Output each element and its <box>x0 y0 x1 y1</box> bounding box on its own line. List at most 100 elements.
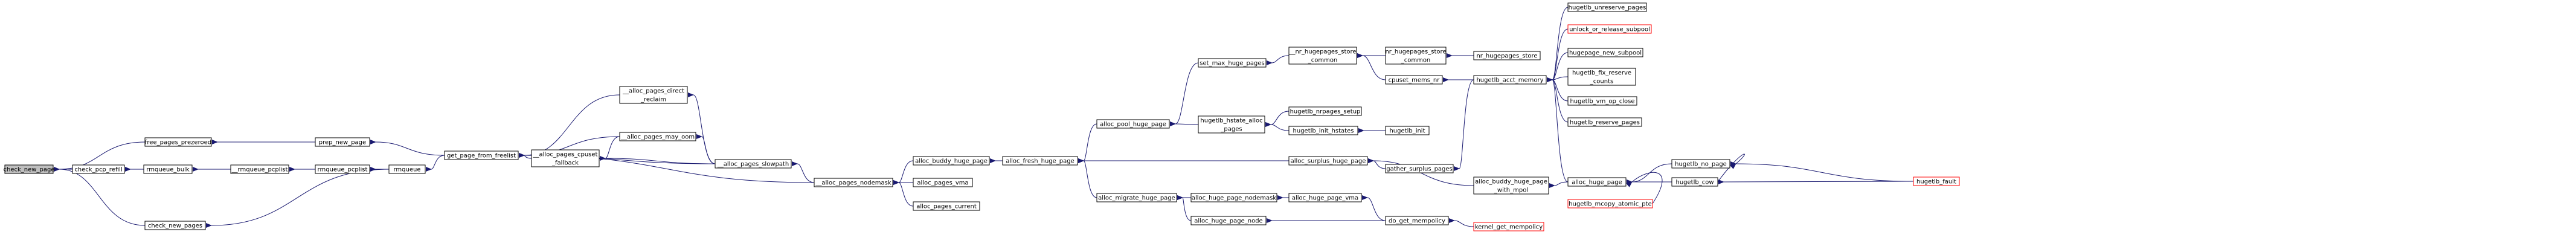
node-box[interactable] <box>1096 119 1170 129</box>
node-box[interactable] <box>1473 51 1541 60</box>
node-box[interactable] <box>4 164 54 174</box>
node-hugetlb-nrpages-setup[interactable]: hugetlb_nrpages_setup <box>1288 106 1362 116</box>
node-box[interactable] <box>1473 176 1549 195</box>
node-rmqueue-bulk[interactable]: rmqueue_bulk <box>143 164 193 174</box>
node-alloc-pages-cpuset-fallback[interactable]: __alloc_pages_cpuset_fallback <box>531 149 600 167</box>
node-alloc-huge-page-node[interactable]: alloc_huge_page_node <box>1190 216 1267 225</box>
node-hugetlb-fault[interactable]: hugetlb_fault <box>1913 176 1960 186</box>
node-rmqueue-pcplist[interactable]: __rmqueue_pcplist <box>230 164 289 174</box>
node-hugepage-new-subpool[interactable]: hugepage_new_subpool <box>1567 48 1643 57</box>
node-alloc-pages-direct-reclaim[interactable]: __alloc_pages_direct_reclaim <box>619 86 688 104</box>
node-box[interactable] <box>1288 193 1362 202</box>
node-box[interactable] <box>1385 164 1454 173</box>
node-nr-hugepages-store-common[interactable]: __nr_hugepages_store_common <box>1288 47 1357 65</box>
node-box[interactable] <box>1385 75 1443 85</box>
node-box[interactable] <box>1198 115 1265 134</box>
node-hugetlb-cow[interactable]: hugetlb_cow <box>1671 177 1718 187</box>
node-box[interactable] <box>1190 193 1277 202</box>
node-box[interactable] <box>1096 193 1177 202</box>
node-box[interactable] <box>1567 24 1652 34</box>
node-check-new-pages[interactable]: check_new_pages <box>144 221 206 230</box>
node-hugetlb-unreserve-pages[interactable]: hugetlb_unreserve_pages <box>1567 2 1647 12</box>
node-box[interactable] <box>1385 216 1449 225</box>
node-hugetlb-fix-reserve-counts[interactable]: hugetlb_fix_reserve_counts <box>1567 68 1636 86</box>
node-box[interactable] <box>1567 48 1643 57</box>
node-alloc-pages-may-oom[interactable]: __alloc_pages_may_oom <box>619 132 696 141</box>
node-check-new-page[interactable]: check_new_page <box>4 164 55 174</box>
node-box[interactable] <box>913 178 973 187</box>
node-box[interactable] <box>913 156 990 166</box>
node-box[interactable] <box>715 159 792 169</box>
node-hugetlb-init[interactable]: hugetlb_init <box>1385 126 1430 135</box>
node-box[interactable] <box>1671 159 1730 169</box>
node-alloc-pages-nodemask[interactable]: __alloc_pages_nodemask <box>814 178 893 187</box>
node-box[interactable] <box>1288 126 1358 135</box>
node-alloc-pages-vma[interactable]: alloc_pages_vma <box>913 178 973 187</box>
node-get-page-from-freelist[interactable]: get_page_from_freelist <box>444 150 519 160</box>
node-box[interactable] <box>315 164 370 174</box>
node-box[interactable] <box>1567 2 1647 12</box>
node-box[interactable] <box>1671 177 1718 187</box>
node-gather-surplus-pages[interactable]: gather_surplus_pages <box>1385 164 1454 173</box>
node-alloc-migrate-huge-page[interactable]: alloc_migrate_huge_page <box>1096 193 1177 202</box>
node-box[interactable] <box>388 164 426 174</box>
node-alloc-huge-page-vma[interactable]: alloc_huge_page_vma <box>1288 193 1362 202</box>
node-do-get-mempolicy[interactable]: do_get_mempolicy <box>1385 216 1449 225</box>
node-box[interactable] <box>913 201 980 211</box>
node-box[interactable] <box>1190 216 1267 225</box>
node-box[interactable] <box>1288 156 1368 166</box>
node-box[interactable] <box>230 164 289 174</box>
node-box[interactable] <box>531 149 600 167</box>
node-box[interactable] <box>1473 75 1547 85</box>
node-box[interactable] <box>1567 199 1653 209</box>
node-box[interactable] <box>1567 68 1636 86</box>
node-alloc-surplus-huge-page[interactable]: alloc_surplus_huge_page <box>1288 156 1368 166</box>
node-rmqueue[interactable]: rmqueue <box>388 164 426 174</box>
node-alloc-fresh-huge-page[interactable]: alloc_fresh_huge_page <box>1002 156 1078 166</box>
node-cpuset-mems-nr[interactable]: cpuset_mems_nr <box>1385 75 1443 85</box>
node-box[interactable] <box>72 164 125 174</box>
node-hugetlb-hstate-alloc-pages[interactable]: hugetlb_hstate_alloc_pages <box>1198 115 1265 134</box>
node-alloc-buddy-huge-page-with-mpol[interactable]: alloc_buddy_huge_page_with_mpol <box>1473 176 1549 195</box>
node-box[interactable] <box>1473 222 1544 231</box>
node-box[interactable] <box>1288 47 1357 65</box>
node-nr-hugepages-store-common[interactable]: nr_hugepages_store_common <box>1385 47 1447 65</box>
node-box[interactable] <box>619 132 696 141</box>
node-free-pages-prezeroed[interactable]: free_pages_prezeroed <box>144 137 212 147</box>
node-prep-new-page[interactable]: prep_new_page <box>315 137 370 147</box>
node-box[interactable] <box>1567 117 1642 127</box>
node-box[interactable] <box>1198 58 1267 68</box>
node-hugetlb-init-hstates[interactable]: hugetlb_init_hstates <box>1288 126 1358 135</box>
node-alloc-pages-slowpath[interactable]: __alloc_pages_slowpath <box>715 159 792 169</box>
node-nr-hugepages-store[interactable]: nr_hugepages_store <box>1473 51 1541 60</box>
node-unlock-or-release-subpool[interactable]: unlock_or_release_subpool <box>1567 24 1652 34</box>
node-alloc-buddy-huge-page[interactable]: alloc_buddy_huge_page <box>913 156 990 166</box>
node-kernel-get-mempolicy[interactable]: kernel_get_mempolicy <box>1473 222 1544 231</box>
node-alloc-pages-current[interactable]: alloc_pages_current <box>913 201 980 211</box>
node-hugetlb-no-page[interactable]: hugetlb_no_page <box>1671 159 1730 169</box>
node-box[interactable] <box>143 164 193 174</box>
node-alloc-huge-page[interactable]: alloc_huge_page <box>1567 177 1627 187</box>
node-box[interactable] <box>1385 126 1430 135</box>
node-alloc-huge-page-nodemask[interactable]: alloc_huge_page_nodemask <box>1190 193 1277 202</box>
node-hugetlb-acct-memory[interactable]: hugetlb_acct_memory <box>1473 75 1547 85</box>
node-box[interactable] <box>144 221 206 230</box>
node-box[interactable] <box>1567 96 1637 106</box>
node-box[interactable] <box>619 86 688 104</box>
node-box[interactable] <box>444 150 519 160</box>
node-set-max-huge-pages[interactable]: set_max_huge_pages <box>1198 58 1267 68</box>
node-hugetlb-vm-op-close[interactable]: hugetlb_vm_op_close <box>1567 96 1637 106</box>
node-hugetlb-reserve-pages[interactable]: hugetlb_reserve_pages <box>1567 117 1642 127</box>
node-box[interactable] <box>1913 176 1960 186</box>
node-check-pcp-refill[interactable]: check_pcp_refill <box>72 164 125 174</box>
node-box[interactable] <box>1002 156 1078 166</box>
node-hugetlb-mcopy-atomic-pte[interactable]: hugetlb_mcopy_atomic_pte <box>1567 199 1653 209</box>
node-rmqueue-pcplist[interactable]: rmqueue_pcplist <box>315 164 370 174</box>
node-box[interactable] <box>144 137 212 147</box>
node-box[interactable] <box>1567 177 1627 187</box>
node-box[interactable] <box>814 178 893 187</box>
node-alloc-pool-huge-page[interactable]: alloc_pool_huge_page <box>1096 119 1170 129</box>
node-box[interactable] <box>1288 106 1362 116</box>
node-box[interactable] <box>315 137 370 147</box>
node-box[interactable] <box>1385 47 1447 65</box>
